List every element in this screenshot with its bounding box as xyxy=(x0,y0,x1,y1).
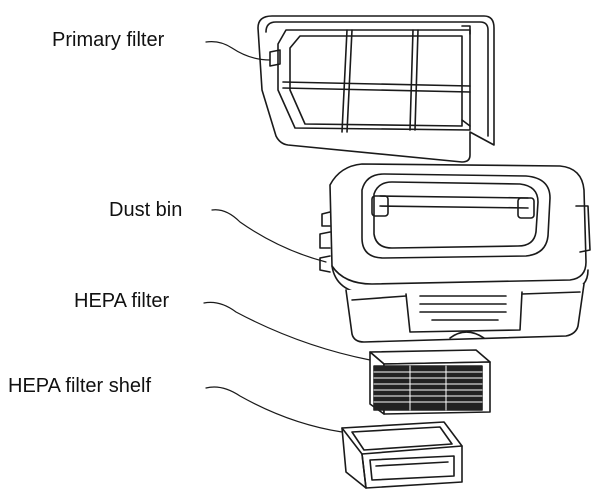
label-primary-filter: Primary filter xyxy=(52,29,165,51)
primary-filter xyxy=(257,15,495,163)
label-dust-bin: Dust bin xyxy=(109,199,183,221)
label-hepa-filter-shelf: HEPA filter shelf xyxy=(8,375,152,397)
leader-hepa-filter xyxy=(203,301,371,361)
dust-bin xyxy=(319,163,591,343)
leader-lines xyxy=(203,41,371,433)
leader-dust-bin xyxy=(211,209,327,263)
leader-primary-filter xyxy=(205,41,271,61)
label-hepa-filter: HEPA filter xyxy=(74,290,170,312)
hepa-filter-shelf xyxy=(341,421,463,489)
hepa-filter xyxy=(369,349,491,415)
leader-hepa-filter-shelf xyxy=(205,386,343,433)
